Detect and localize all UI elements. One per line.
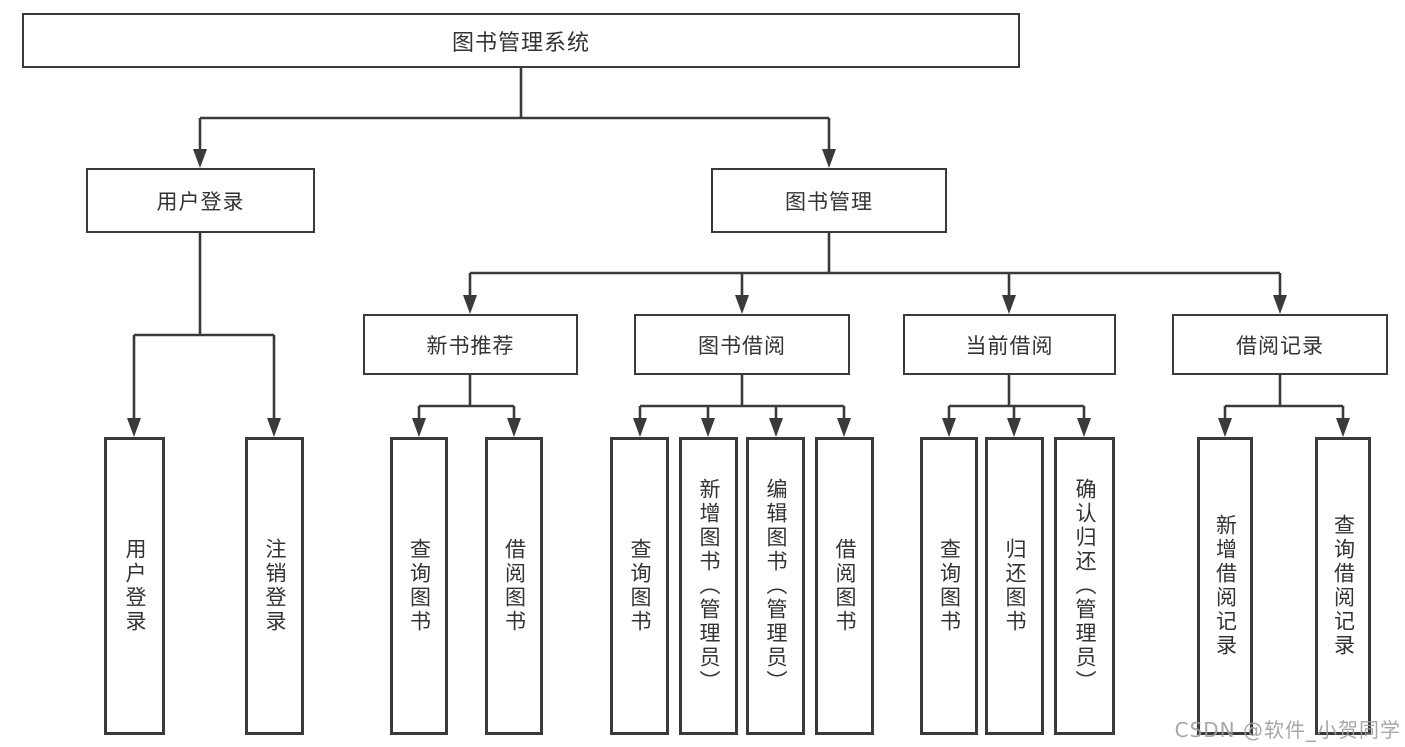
leaf-borrow-books-label: 借阅图书 (833, 538, 857, 634)
node-root-system: 图书管理系统 (22, 13, 1020, 68)
connector-root-to-level2 (193, 68, 836, 168)
leaf-return-books: 归还图书 (985, 437, 1044, 735)
leaf-confirm-return-admin: 确认归还（管理员） (1054, 437, 1115, 735)
leaf-newrec-query-books-label: 查询图书 (407, 538, 432, 634)
leaf-query-borrow-record-label: 查询借阅记录 (1331, 514, 1356, 658)
node-root-system-label: 图书管理系统 (451, 30, 590, 56)
leaf-current-query-books: 查询图书 (920, 437, 978, 735)
leaf-return-books-label: 归还图书 (1003, 538, 1027, 634)
node-current-borrow: 当前借阅 (903, 314, 1116, 375)
node-current-borrow-label: 当前借阅 (965, 333, 1054, 358)
node-new-book-rec: 新书推荐 (363, 314, 578, 375)
leaf-logout-label: 注销登录 (263, 538, 287, 634)
leaf-newrec-borrow-books: 借阅图书 (485, 437, 543, 735)
node-borrow-records-label: 借阅记录 (1236, 333, 1324, 358)
leaf-newrec-query-books: 查询图书 (390, 437, 448, 735)
node-book-management-label: 图书管理 (785, 189, 873, 214)
node-user-login-label: 用户登录 (156, 189, 245, 214)
leaf-add-borrow-record-label: 新增借阅记录 (1213, 514, 1238, 658)
leaf-logout: 注销登录 (245, 437, 304, 735)
leaf-confirm-return-admin-label: 确认归还（管理员） (1073, 478, 1097, 694)
node-book-borrow: 图书借阅 (634, 314, 850, 375)
connector-book-management-to-level3 (463, 233, 1287, 314)
connector-book-borrow-to-leaves (633, 375, 851, 437)
leaf-add-books-admin: 新增图书（管理员） (679, 437, 738, 735)
connector-new-book-rec-to-leaves (412, 375, 521, 437)
leaf-user-login-label: 用户登录 (123, 538, 147, 634)
leaf-borrow-query-books-label: 查询图书 (628, 538, 652, 634)
node-new-book-rec-label: 新书推荐 (426, 333, 515, 358)
node-book-management: 图书管理 (711, 168, 947, 233)
connector-current-borrow-to-leaves (942, 375, 1091, 437)
connector-borrow-records-to-leaves (1218, 375, 1350, 437)
leaf-newrec-borrow-books-label: 借阅图书 (502, 538, 527, 634)
leaf-edit-books-admin: 编辑图书（管理员） (746, 437, 805, 735)
leaf-borrow-books: 借阅图书 (815, 437, 874, 735)
connector-user-login-to-leaves (127, 233, 281, 437)
node-book-borrow-label: 图书借阅 (698, 333, 786, 358)
leaf-user-login: 用户登录 (104, 437, 165, 735)
leaf-borrow-query-books: 查询图书 (610, 437, 669, 735)
csdn-watermark: CSDN @软件_小贺同学 (1174, 718, 1401, 742)
leaf-add-books-admin-label: 新增图书（管理员） (697, 478, 721, 694)
leaf-query-borrow-record: 查询借阅记录 (1315, 437, 1371, 735)
leaf-edit-books-admin-label: 编辑图书（管理员） (764, 478, 788, 694)
node-borrow-records: 借阅记录 (1172, 314, 1388, 375)
node-user-login: 用户登录 (86, 168, 315, 233)
leaf-current-query-books-label: 查询图书 (937, 538, 962, 634)
leaf-add-borrow-record: 新增借阅记录 (1197, 437, 1253, 735)
